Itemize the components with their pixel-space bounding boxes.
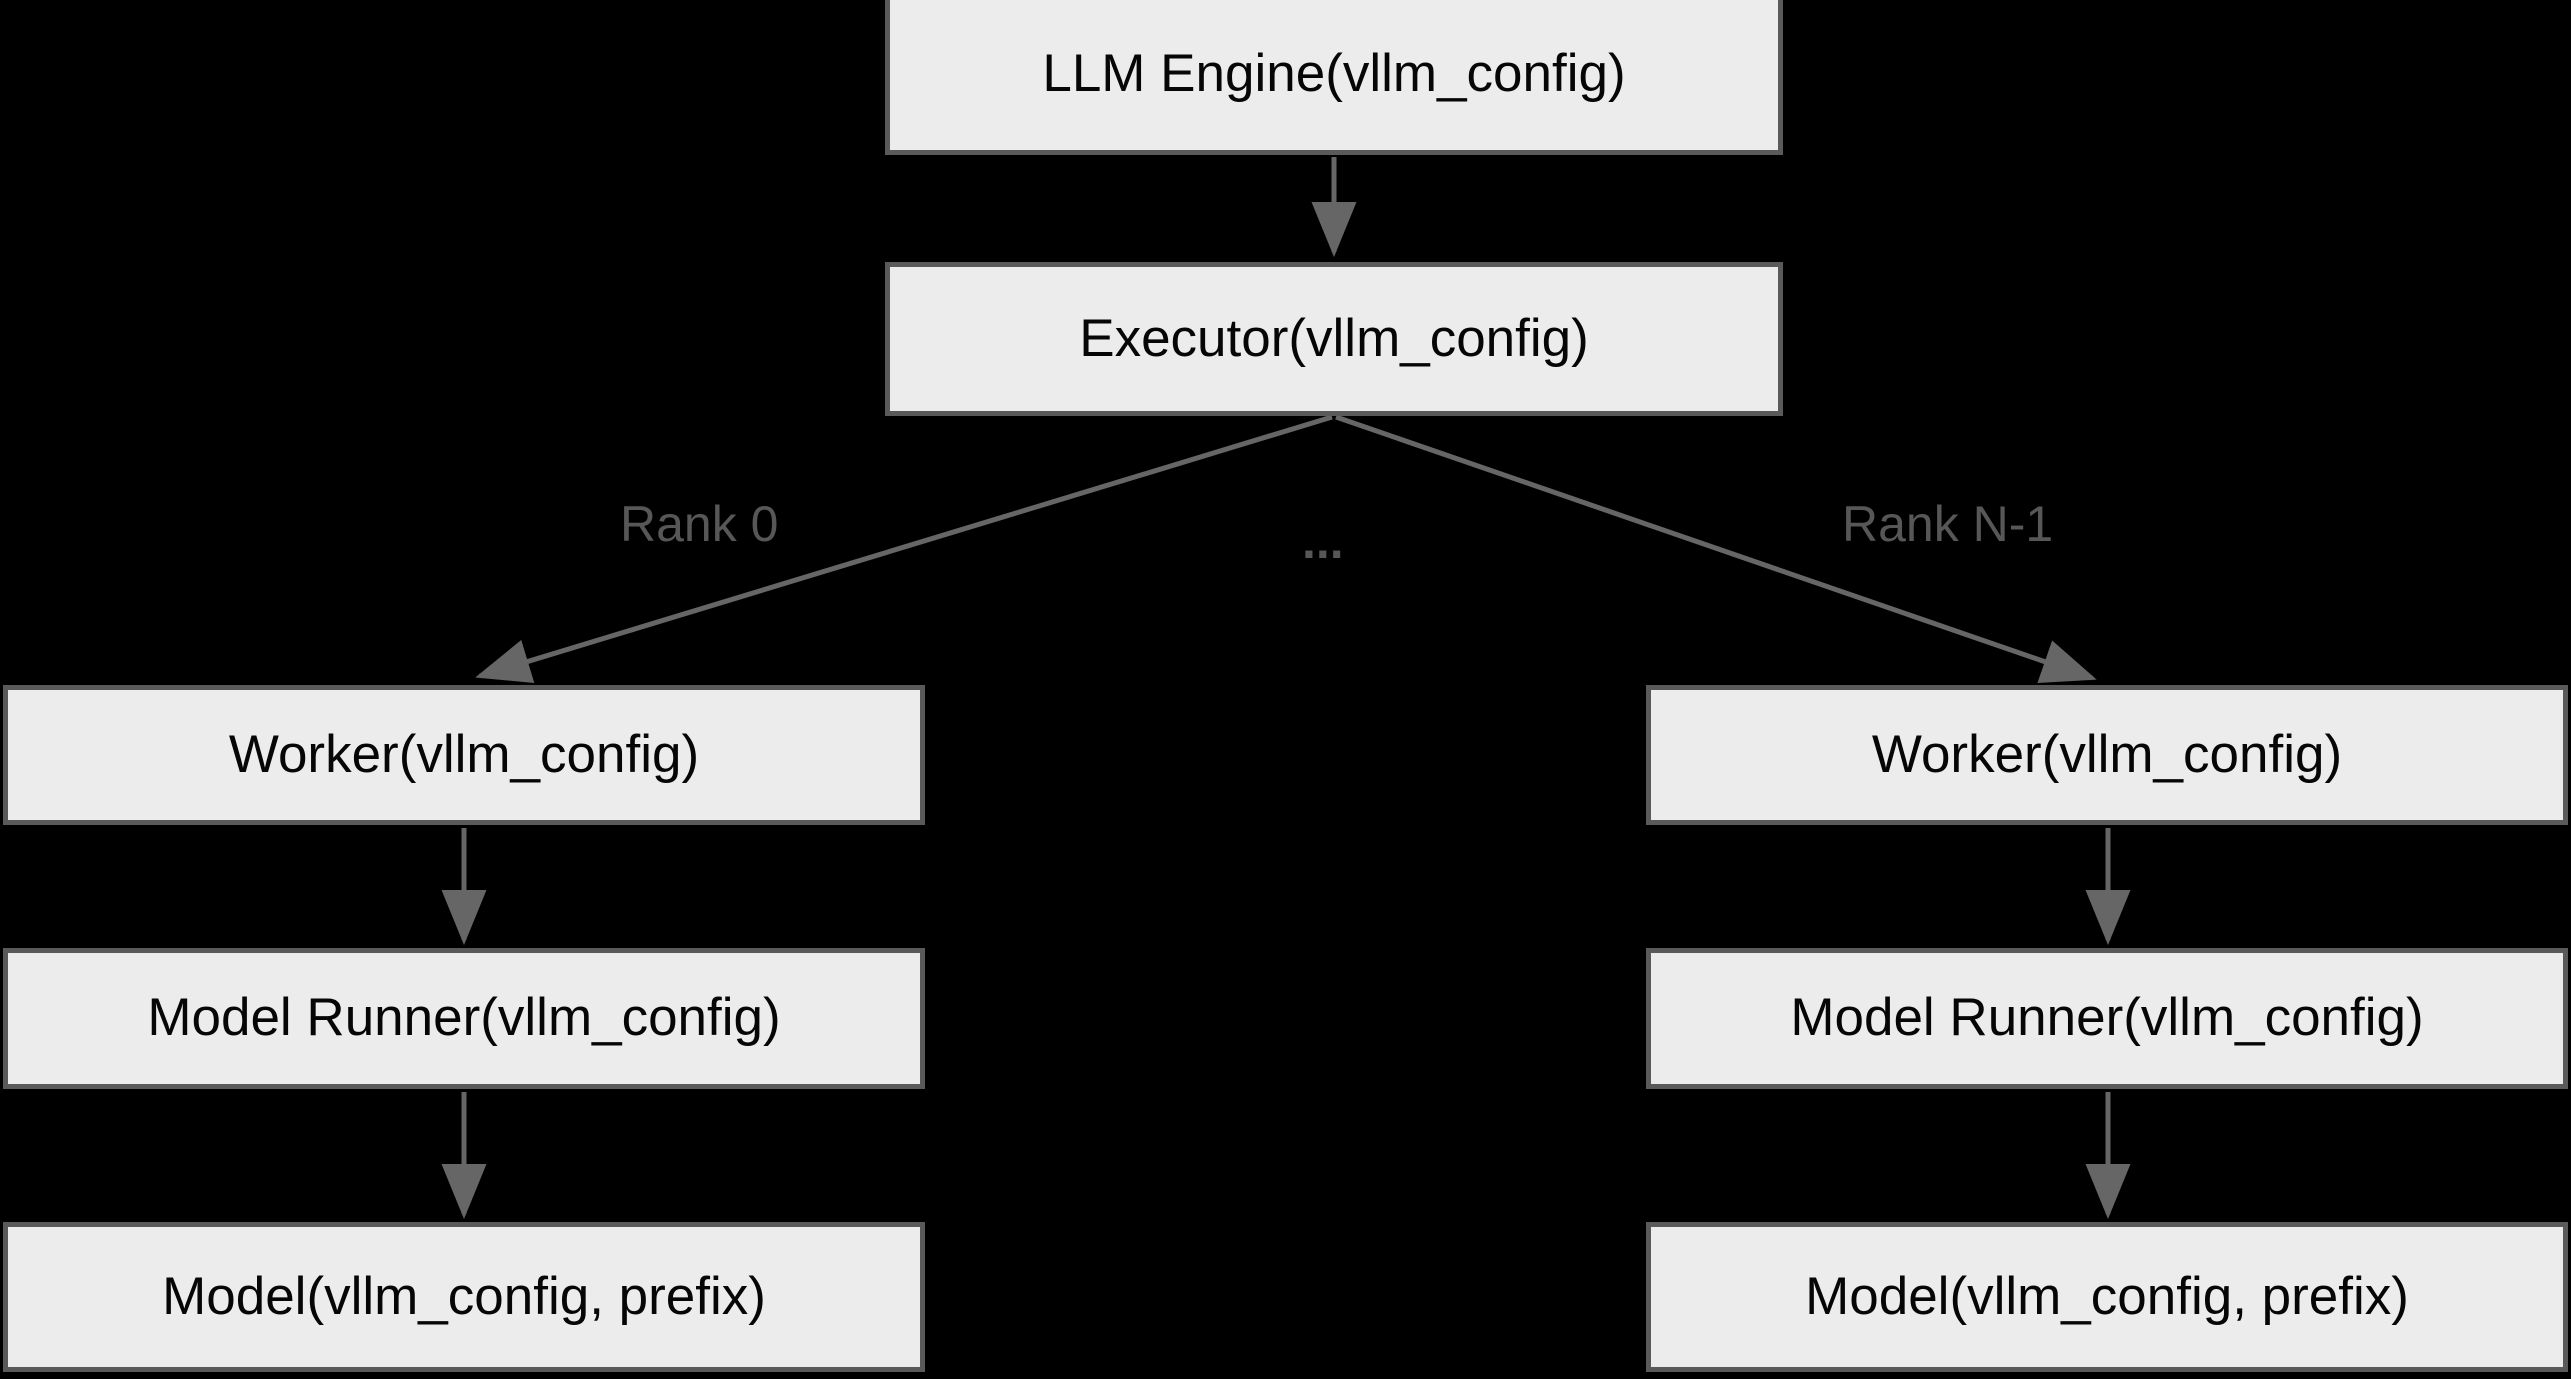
node-model-rank0[interactable]: Model(vllm_config, prefix) <box>3 1222 925 1372</box>
node-model-rankn-label: Model(vllm_config, prefix) <box>1805 1266 2409 1326</box>
node-model-runner-rank0-label: Model Runner(vllm_config) <box>147 988 781 1048</box>
node-executor-label: Executor(vllm_config) <box>1079 308 1589 368</box>
node-model-rank0-label: Model(vllm_config, prefix) <box>162 1266 766 1326</box>
node-worker-rank0[interactable]: Worker(vllm_config) <box>3 685 925 825</box>
node-model-runner-rankn-label: Model Runner(vllm_config) <box>1790 988 2424 1048</box>
node-model-runner-rankn[interactable]: Model Runner(vllm_config) <box>1646 948 2568 1089</box>
node-llm-engine-label: LLM Engine(vllm_config) <box>1042 44 1626 104</box>
edge-label-ellipsis: ... <box>1302 513 1344 569</box>
edge-executor-to-worker-rank0 <box>475 414 1333 683</box>
node-worker-rankn[interactable]: Worker(vllm_config) <box>1646 685 2568 825</box>
edge-label-rank-n-1: Rank N-1 <box>1842 496 2054 552</box>
node-worker-rank0-label: Worker(vllm_config) <box>228 724 700 784</box>
node-llm-engine[interactable]: LLM Engine(vllm_config) <box>885 0 1783 155</box>
node-model-runner-rank0[interactable]: Model Runner(vllm_config) <box>3 948 925 1089</box>
edge-label-rank-0: Rank 0 <box>620 496 779 552</box>
node-executor[interactable]: Executor(vllm_config) <box>885 262 1783 416</box>
node-model-rankn[interactable]: Model(vllm_config, prefix) <box>1646 1222 2568 1372</box>
node-worker-rankn-label: Worker(vllm_config) <box>1871 724 2343 784</box>
